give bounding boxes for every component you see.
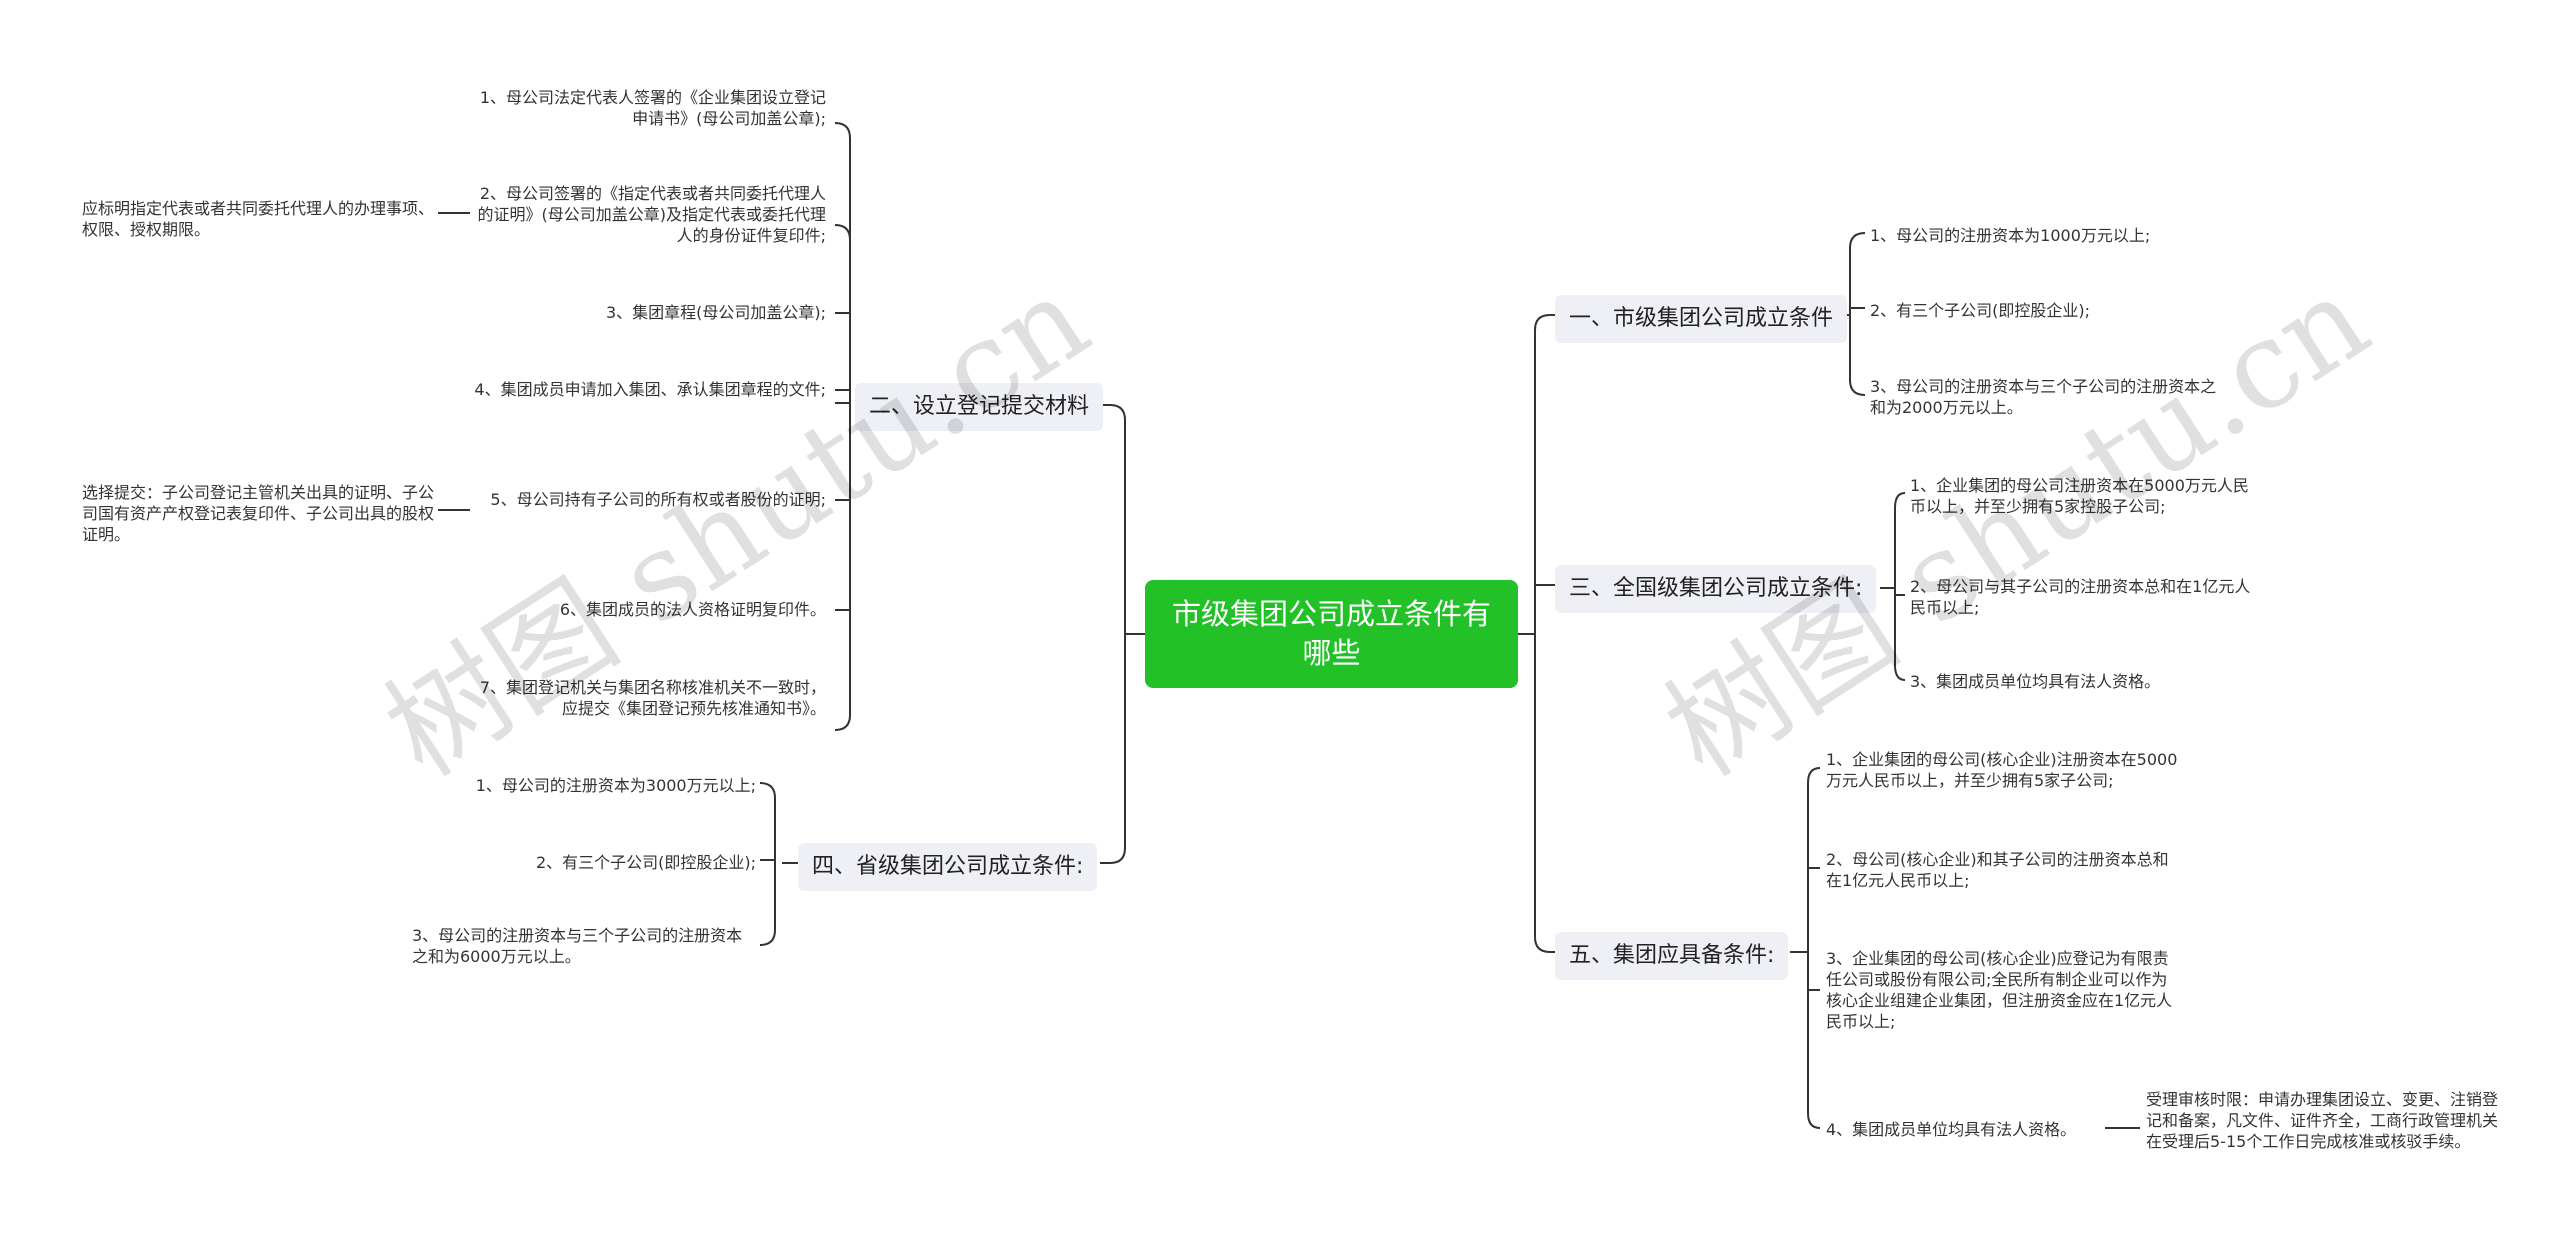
note-item-2[interactable]: 应标明指定代表或者共同委托代理人的办理事项、权限、授权期限。 [82, 199, 435, 239]
list-item[interactable]: 6、集团成员的法人资格证明复印件。 [559, 600, 826, 619]
root-topic[interactable]: 市级集团公司成立条件有哪些 [1145, 580, 1518, 688]
list-item[interactable]: 3、母公司的注册资本与三个子公司的注册资本之和为6000万元以上。 [412, 926, 743, 966]
list-item[interactable]: 2、母公司签署的《指定代表或者共同委托代理人的证明》(母公司加盖公章)及指定代表… [477, 184, 827, 245]
note-item-5[interactable]: 选择提交：子公司登记主管机关出具的证明、子公司国有资产产权登记表复印件、子公司出… [82, 483, 435, 544]
list-item[interactable]: 1、母公司的注册资本为1000万元以上; [1870, 226, 2151, 245]
list-item[interactable]: 1、企业集团的母公司注册资本在5000万元人民币以上，并至少拥有5家控股子公司; [1910, 476, 2249, 516]
list-item[interactable]: 5、母公司持有子公司的所有权或者股份的证明; [490, 490, 826, 509]
list-item[interactable]: 4、集团成员申请加入集团、承认集团章程的文件; [474, 380, 826, 399]
note-item-4[interactable]: 受理审核时限：申请办理集团设立、变更、注销登记和备案，凡文件、证件齐全，工商行政… [2146, 1090, 2499, 1151]
branch-label: 五、集团应具备条件: [1569, 943, 1775, 968]
list-item[interactable]: 2、有三个子公司(即控股企业); [1870, 301, 2091, 320]
list-item[interactable]: 3、母公司的注册资本与三个子公司的注册资本之和为2000万元以上。 [1870, 377, 2217, 417]
list-item[interactable]: 2、有三个子公司(即控股企业); [535, 853, 756, 872]
root-title: 市级集团公司成立条件有哪些 [1171, 597, 1491, 670]
list-item[interactable]: 1、母公司法定代表人签署的《企业集团设立登记申请书》(母公司加盖公章); [479, 88, 826, 128]
branch-label: 四、省级集团公司成立条件: [812, 854, 1084, 879]
list-item[interactable]: 2、母公司(核心企业)和其子公司的注册资本总和在1亿元人民币以上; [1826, 850, 2169, 890]
branch-label: 三、全国级集团公司成立条件: [1569, 576, 1863, 601]
branch-registration-materials[interactable]: 二、设立登记提交材料 [855, 383, 1104, 431]
list-item[interactable]: 2、母公司与其子公司的注册资本总和在1亿元人民币以上; [1910, 577, 2251, 617]
branch-city-conditions[interactable]: 一、市级集团公司成立条件 [1555, 295, 1848, 343]
branch-label: 二、设立登记提交材料 [869, 394, 1090, 419]
branch-label: 一、市级集团公司成立条件 [1569, 306, 1834, 331]
list-item[interactable]: 7、集团登记机关与集团名称核准机关不一致时，应提交《集团登记预先核准通知书》。 [479, 678, 826, 718]
list-item[interactable]: 3、企业集团的母公司(核心企业)应登记为有限责任公司或股份有限公司;全民所有制企… [1826, 949, 2173, 1031]
list-item[interactable]: 4、集团成员单位均具有法人资格。 [1826, 1120, 2077, 1139]
list-item[interactable]: 3、集团成员单位均具有法人资格。 [1910, 672, 2161, 691]
list-item[interactable]: 1、母公司的注册资本为3000万元以上; [475, 776, 756, 795]
branch-group-requirements[interactable]: 五、集团应具备条件: [1555, 932, 1789, 980]
branch-provincial-conditions[interactable]: 四、省级集团公司成立条件: [798, 843, 1098, 891]
branch-national-conditions[interactable]: 三、全国级集团公司成立条件: [1555, 565, 1877, 613]
list-item[interactable]: 3、集团章程(母公司加盖公章); [605, 303, 826, 322]
list-item[interactable]: 1、企业集团的母公司(核心企业)注册资本在5000万元人民币以上，并至少拥有5家… [1826, 750, 2178, 790]
